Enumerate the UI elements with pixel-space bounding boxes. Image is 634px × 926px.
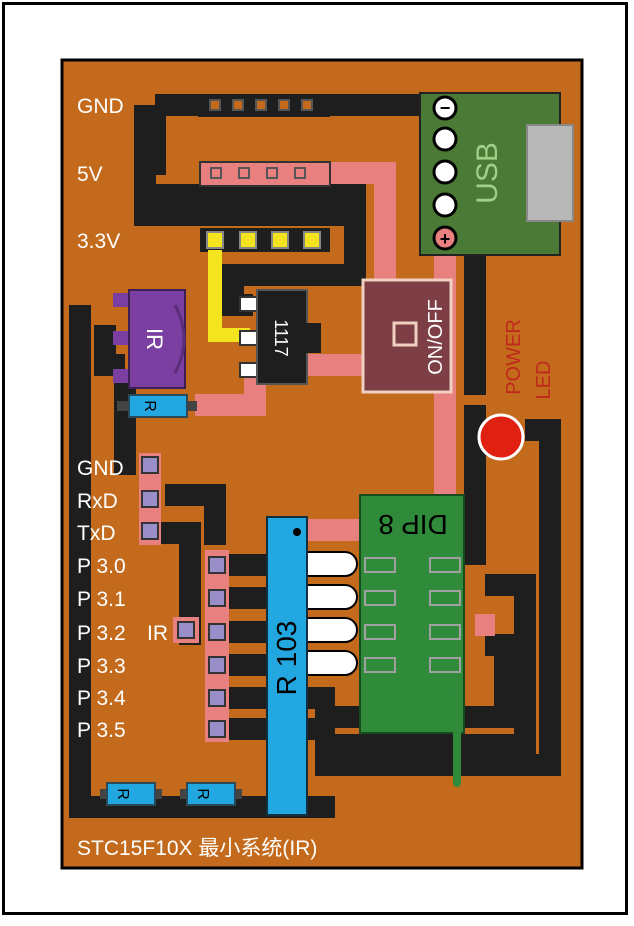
label-uart-rxd: RxD (77, 490, 118, 513)
rnet-leads (304, 551, 358, 676)
black-traces (69, 94, 561, 818)
resistor-bottom-mid-label: R (194, 788, 211, 800)
resistor-bottom-left (100, 782, 162, 806)
usb-connector (419, 92, 574, 256)
diagram-frame: − + USB IR R 1117 ON/OFF POWER LED (2, 2, 628, 915)
on-off-switch (361, 278, 453, 394)
label-uart-txd: TxD (77, 522, 116, 545)
regulator-1117 (239, 289, 321, 385)
label-p35: P 3.5 (77, 719, 126, 742)
ir-resistor-label: R (141, 400, 158, 412)
label-power-3v3: 3.3V (77, 230, 120, 253)
label-p34: P 3.4 (77, 687, 126, 710)
3v3-header (200, 228, 330, 252)
usb-plus-symbol: + (440, 229, 451, 249)
ir-receiver-label: IR (142, 328, 167, 350)
label-p33: P 3.3 (77, 655, 126, 678)
usb-label: USB (471, 142, 504, 204)
label-uart-gnd: GND (77, 457, 124, 480)
dip8-label: DIP 8 (378, 509, 448, 540)
usb-minus-symbol: − (440, 98, 451, 118)
ir-resistor (117, 394, 197, 418)
switch-label: ON/OFF (425, 299, 447, 375)
gnd-header (198, 95, 330, 117)
regulator-label: 1117 (271, 319, 291, 356)
io-header (173, 550, 229, 742)
label-p32: P 3.2 (77, 622, 126, 645)
yellow-wire (208, 250, 250, 342)
label-power-gnd: GND (77, 95, 124, 118)
label-power-5v: 5V (77, 163, 103, 186)
5v-header (199, 161, 331, 187)
dip8-chip (359, 494, 465, 787)
label-p32-ir: IR (147, 622, 168, 645)
resistor-network-r103 (266, 516, 308, 816)
resistor-bottom-mid (180, 782, 242, 806)
resistor-network-label: R 103 (271, 621, 302, 696)
power-led (477, 413, 525, 461)
uart-header (139, 453, 161, 545)
power-led-label-line1: POWER (503, 319, 525, 395)
board-title: STC15F10X 最小系统(IR) (77, 837, 317, 860)
resistor-bottom-left-label: R (114, 788, 131, 800)
label-p30: P 3.0 (77, 555, 126, 578)
pcb-diagram: − + USB IR R 1117 ON/OFF POWER LED (60, 58, 584, 870)
power-led-label-line2: LED (533, 361, 555, 400)
label-p31: P 3.1 (77, 588, 126, 611)
ir-receiver (113, 289, 186, 389)
